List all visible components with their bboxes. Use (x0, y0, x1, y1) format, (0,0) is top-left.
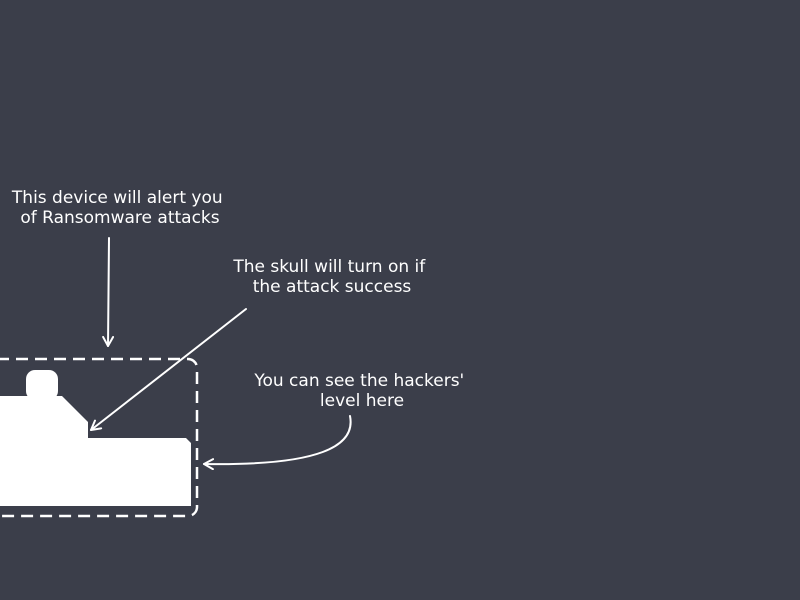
alert-caption-line-1: This device will alert you (11, 188, 223, 208)
skull-annotation: The skull will turn on if the attack suc… (90, 257, 430, 431)
device-highlight-frame (0, 357, 199, 518)
level-caption-line-1: You can see the hackers' (253, 371, 464, 391)
alert-caption-line-2: of Ransomware attacks (20, 208, 219, 228)
skull-arrow (90, 308, 247, 431)
alert-arrow (102, 237, 115, 347)
level-annotation: You can see the hackers' level here (203, 371, 469, 471)
skull-caption: The skull will turn on if the attack suc… (232, 257, 430, 297)
alert-annotation: This device will alert you of Ransomware… (11, 188, 228, 347)
device-knob (26, 370, 58, 400)
skull-caption-line-2: the attack success (253, 277, 412, 297)
level-caption: You can see the hackers' level here (253, 371, 469, 411)
skull-caption-line-1: The skull will turn on if (232, 257, 426, 277)
level-caption-line-2: level here (320, 391, 404, 411)
alert-caption: This device will alert you of Ransomware… (11, 188, 228, 228)
device-body (0, 396, 191, 506)
level-arrow (203, 415, 352, 471)
ransomware-alert-device-icon (0, 370, 191, 506)
